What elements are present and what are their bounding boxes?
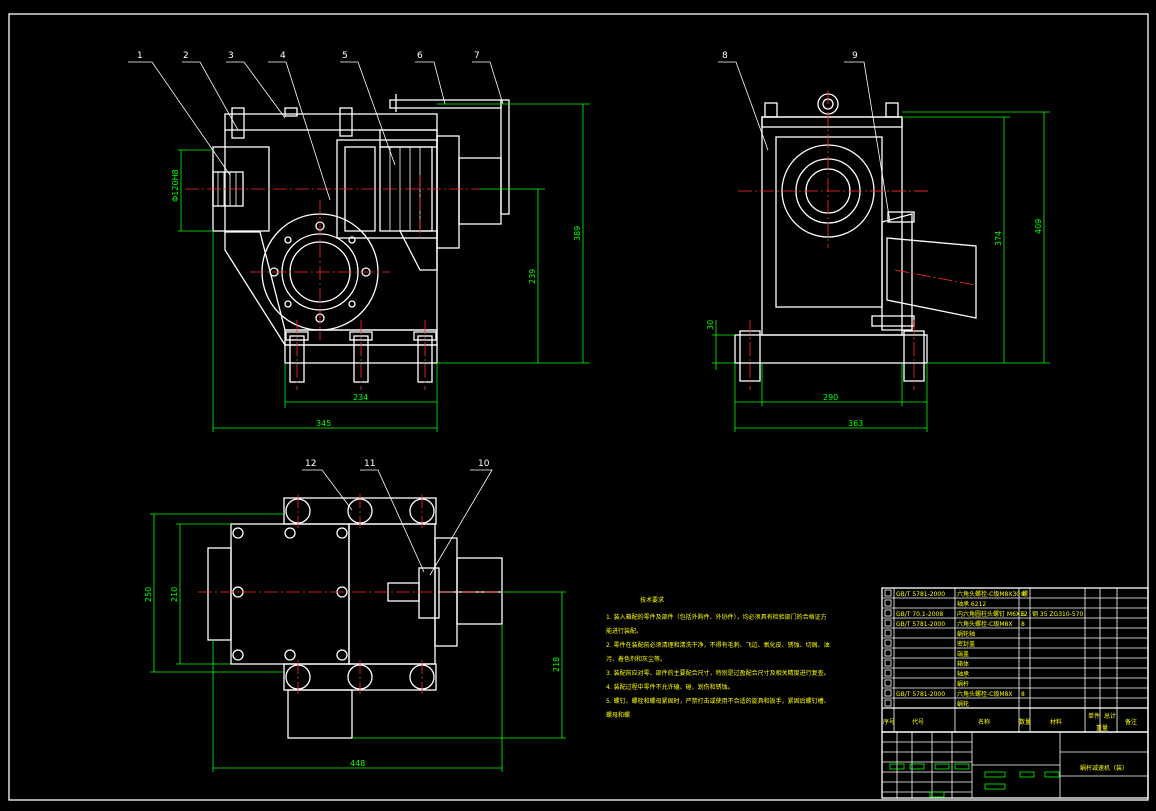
dim-448: 448: [350, 759, 365, 768]
dim-409: 409: [1034, 219, 1043, 234]
bom-row-spec: 六角头螺栓-C级M8X30 螺: [957, 590, 1028, 598]
note-line: 5. 螺钉、螺栓和螺母紧固时，严禁打击或使用不合适的旋具和扳手，紧固后螺钉槽、: [606, 697, 830, 705]
note-line: 4. 装配过程中零件不允许磕、碰、划伤和锈蚀。: [606, 683, 734, 691]
bom-row-code: GB/T 5781-2000: [896, 691, 945, 698]
top-view: [198, 494, 510, 739]
top-view-leaders: 12 11 10: [302, 459, 493, 576]
bom-row-spec: 端盖: [957, 650, 969, 658]
bom-row-marker: [884, 679, 892, 687]
side-view-leaders: 8 9: [718, 51, 891, 223]
dim-290: 290: [823, 393, 838, 402]
dim-30: 30: [706, 320, 715, 330]
balloon-8: 8: [722, 51, 728, 61]
balloon-9: 9: [852, 51, 858, 61]
front-view-dimensions: 389 239 Φ120H8 234 345: [171, 103, 590, 432]
bom-row-marker: [884, 669, 892, 677]
balloon-7: 7: [474, 51, 480, 61]
bom-row-marker: [884, 629, 892, 637]
drawing-title: 蜗杆减速机（装）: [1080, 764, 1128, 772]
bom-header-weight: 重量: [1096, 724, 1108, 732]
bom-row-qty: 6: [1021, 611, 1025, 618]
bom-header-code: 代号: [912, 718, 924, 726]
bom-row-qty: 8: [1021, 621, 1025, 628]
balloon-4: 4: [280, 51, 286, 61]
bom-row-marker: [884, 639, 892, 647]
bom-header-name: 名称: [978, 718, 990, 726]
bom-row-material: 钢 35 ZG310-570: [1032, 610, 1083, 618]
note-line: 3. 装配前应对零、部件的主要配合尺寸，特别是过盈配合尺寸及相关精度进行复查。: [606, 669, 830, 677]
side-view-dimensions: 409 374 30 290 363: [706, 111, 1050, 432]
title-block: 蜗杆减速机（装）: [881, 731, 1149, 799]
balloon-2: 2: [183, 51, 189, 61]
dim-239: 239: [528, 269, 537, 284]
bom-row-spec: 蜗轮轴: [957, 630, 975, 638]
bom-row-spec: 六角头螺栓-C级M8X: [957, 620, 1012, 628]
technical-notes: 技术要求 1. 装入箱配的零件及部件（包括外购件、外协件），均必须具有检验部门的…: [606, 596, 830, 719]
side-view: [734, 90, 977, 390]
dim-374: 374: [994, 231, 1003, 246]
bom-row-marker: [884, 599, 892, 607]
sheet-border: [8, 13, 1149, 801]
dim-218: 218: [552, 657, 561, 672]
dim-210: 210: [170, 587, 179, 602]
bom-row-spec: 六角头螺栓-C级M8X: [957, 690, 1012, 698]
dim-234: 234: [353, 393, 368, 402]
bom-row-spec: 轴承: [957, 670, 969, 678]
bom-row-marker: [884, 659, 892, 667]
bom-header-total-weight: 总计: [1104, 712, 1116, 720]
bom-header-qty: 数量: [1019, 718, 1031, 726]
bom-row-spec: 箱体: [957, 660, 969, 668]
dim-phi120: Φ120H8: [171, 169, 180, 202]
bom-row-code: GB/T 5781-2000: [896, 621, 945, 628]
front-view-leaders: [128, 61, 504, 201]
note-line: 2. 零件在装配前必须清理和清洗干净，不得有毛刺、飞边、氧化皮、锈蚀、切屑、油: [606, 641, 830, 649]
bom-header-remark: 备注: [1125, 718, 1137, 726]
bom-row-qty: 8: [1021, 591, 1025, 598]
bom-row-spec: 蜗轮: [957, 700, 969, 708]
balloon-5: 5: [342, 51, 348, 61]
note-line: 能进行装配。: [606, 627, 642, 635]
dim-250: 250: [144, 587, 153, 602]
note-line: 污、着色剂和灰尘等。: [606, 655, 666, 663]
bom-row-spec: 内六角圆柱头螺钉 M6X12: [957, 610, 1028, 618]
bom-header-unit-weight: 单件: [1088, 712, 1100, 720]
bom-row-marker: [884, 689, 892, 697]
dim-363: 363: [848, 419, 863, 428]
notes-title: 技术要求: [640, 596, 664, 604]
note-line: 1. 装入箱配的零件及部件（包括外购件、外协件），均必须具有检验部门的合格证方: [606, 613, 827, 621]
front-view-balloons: 1 2 3 4 5 6 7: [137, 51, 480, 61]
bom-row-code: GB/T 5781-2000: [896, 591, 945, 598]
balloon-6: 6: [417, 51, 423, 61]
balloon-3: 3: [228, 51, 234, 61]
bom-row-spec: 轴承 6212: [957, 600, 986, 608]
bom-header-seq: 序号: [883, 718, 895, 726]
balloon-1: 1: [137, 51, 143, 61]
bom-row-marker: [884, 699, 892, 707]
dim-345: 345: [316, 419, 331, 428]
bom-row-spec: 蜗杆: [957, 680, 969, 688]
balloon-10: 10: [478, 459, 490, 469]
front-view: [185, 94, 510, 390]
bom-header-material: 材料: [1050, 718, 1062, 726]
bom-row-code: GB/T 70.1-2008: [896, 611, 943, 618]
balloon-11: 11: [364, 459, 375, 469]
bom-row-qty: 8: [1021, 691, 1025, 698]
dim-389: 389: [573, 226, 582, 241]
top-view-dimensions: 250 210 218 448: [144, 513, 566, 772]
bom-row-marker: [884, 609, 892, 617]
note-line: 螺母和螺: [606, 711, 630, 719]
bom-row-marker: [884, 589, 892, 597]
bom-row-spec: 密封盖: [957, 640, 975, 648]
bom-row-marker: [884, 619, 892, 627]
bom-row-marker: [884, 649, 892, 657]
balloon-12: 12: [305, 459, 316, 469]
